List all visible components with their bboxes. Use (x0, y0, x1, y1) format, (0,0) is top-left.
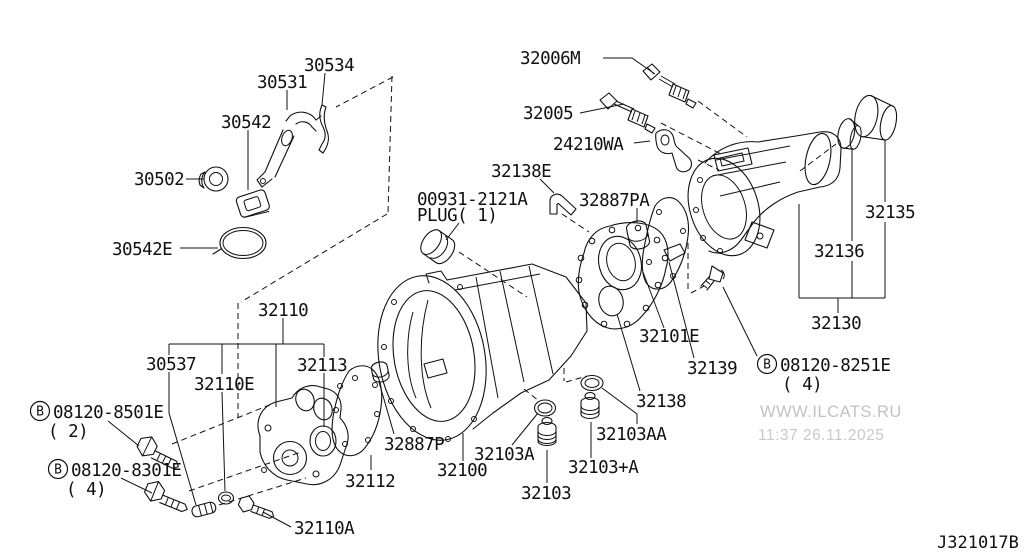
part-label-32135[interactable]: 32135 (865, 203, 916, 223)
transmission-case-art (377, 263, 588, 442)
part-label-08120-8251E: 08120-8251E (780, 356, 890, 376)
bolt-8301E-art (144, 481, 188, 513)
part-label-30542[interactable]: 30542 (221, 113, 272, 133)
snap-ring-30542E-art (212, 226, 267, 260)
part-label-32103[interactable]: 32103 (521, 484, 572, 504)
pipe-32138E-art (549, 193, 577, 216)
shift-fork-30531-art (256, 111, 322, 188)
circled-b-icon (29, 400, 51, 422)
part-label-32113[interactable]: 32113 (297, 356, 348, 376)
breather-32887PA-art (626, 220, 650, 250)
part-qty-08120-8501E: ( 2) (48, 422, 88, 442)
assembly-axis-lines (171, 75, 837, 506)
seal-32113-art (309, 425, 337, 457)
circled-b-icon (756, 353, 778, 375)
part-label-32110[interactable]: 32110 (258, 301, 309, 321)
leader-lines (107, 57, 886, 528)
oil-pump-32110-art (257, 385, 349, 486)
part-label-32100[interactable]: 32100 (437, 461, 488, 481)
part-label-32138E[interactable]: 32138E (491, 162, 552, 182)
part-label-24210WA[interactable]: 24210WA (553, 135, 625, 155)
plug-32103A-art (580, 391, 600, 420)
badge-letter: B (36, 405, 44, 420)
part-label-08120-8501E: 08120-8501E (53, 403, 163, 423)
part-label-32130[interactable]: 32130 (811, 314, 862, 334)
part-label-32887P[interactable]: 32887P (384, 435, 445, 455)
part-label-plug-qty[interactable]: PLUG( 1) (417, 206, 498, 226)
watermark-timestamp: 11:37 26.11.2025 (758, 427, 884, 444)
bolt-8251E-art (700, 265, 725, 291)
bolt-callout-08120-8251E[interactable]: B 08120-8251E( 4) (756, 353, 891, 396)
washer-32103A-art (533, 399, 557, 417)
gasket-32112-art (331, 365, 383, 457)
switch-32005-art (599, 92, 656, 134)
bolt-8501E-art (136, 436, 179, 470)
washer-32103AA-art (580, 374, 604, 392)
badge-letter: B (763, 358, 771, 373)
part-label-32103A[interactable]: 32103A (474, 445, 536, 465)
part-label-32110A[interactable]: 32110A (294, 519, 356, 539)
part-label-32110E[interactable]: 32110E (194, 375, 255, 395)
part-label-08120-8301E: 08120-8301E (71, 461, 181, 481)
washer-32110E-art (217, 491, 235, 505)
part-label-32005[interactable]: 32005 (523, 104, 574, 124)
part-label-32103+A[interactable]: 32103+A (568, 458, 640, 478)
adapter-plate-art (575, 222, 686, 330)
part-label-30502[interactable]: 30502 (134, 170, 185, 190)
watermark: WWW.ILCATS.RU 11:37 26.11.2025 (758, 403, 902, 444)
part-label-32006M[interactable]: 32006M (520, 49, 581, 69)
diagram-code: J321017B (937, 533, 1019, 553)
part-label-30534[interactable]: 30534 (304, 56, 355, 76)
plug-32103-art (537, 416, 557, 447)
bolt-32110A-art (237, 495, 275, 519)
insert-30542-art (235, 189, 270, 219)
breather-32887P-art (370, 361, 390, 383)
collar-32135-art (854, 94, 898, 141)
part-label-32887PA[interactable]: 32887PA (579, 191, 651, 211)
part-qty-08120-8301E: ( 4) (66, 480, 106, 500)
part-label-00931-2121A[interactable]: 00931-2121A (417, 190, 529, 210)
part-label-30537[interactable]: 30537 (146, 355, 197, 375)
part-qty-08120-8251E: ( 4) (782, 375, 822, 395)
bushing-32136-art (837, 118, 862, 150)
bracket-24210WA-art (655, 129, 692, 173)
part-label-32136[interactable]: 32136 (814, 242, 865, 262)
bolt-callout-08120-8301E[interactable]: B 08120-8301E( 4) (47, 458, 182, 501)
part-label-32112[interactable]: 32112 (345, 472, 396, 492)
circled-b-icon (47, 458, 69, 480)
part-label-30531[interactable]: 30531 (257, 73, 308, 93)
extension-housing-art (687, 131, 842, 257)
part-label-32139[interactable]: 32139 (687, 359, 738, 379)
detent-pin-art (191, 501, 217, 518)
bolt-callout-08120-8501E[interactable]: B 08120-8501E( 2) (29, 400, 164, 443)
part-label-32138[interactable]: 32138 (636, 392, 687, 412)
part-label-30542E[interactable]: 30542E (112, 240, 173, 260)
parts-artwork (136, 63, 898, 519)
part-label-32101E[interactable]: 32101E (639, 327, 700, 347)
watermark-site: WWW.ILCATS.RU (760, 403, 902, 421)
badge-letter: B (54, 463, 62, 478)
switch-32006M-art (642, 63, 697, 109)
strip-30534-art (318, 104, 329, 154)
part-label-32103AA[interactable]: 32103AA (596, 425, 668, 445)
